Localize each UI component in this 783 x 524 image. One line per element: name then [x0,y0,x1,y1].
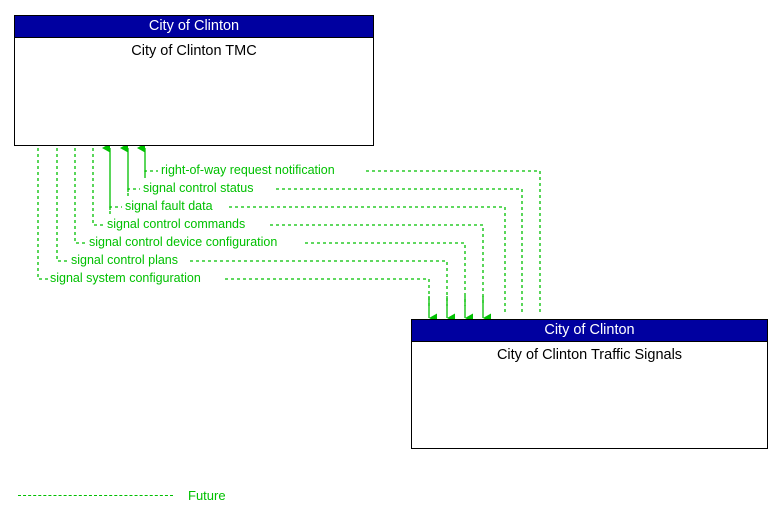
flow-path-right-of-way-request-notification-stub [144,170,158,178]
legend: Future [18,487,278,507]
flow-path-signal-control-status-stub [127,188,140,196]
flow-path-signal-control-commands [92,148,105,226]
entity-box-city-of-clinton-traffic-signals[interactable]: City of Clinton City of Clinton Traffic … [411,319,768,449]
entity-stakeholder-city-of-clinton-tmc: City of Clinton [15,16,373,38]
flow-label-right-of-way-request-notification: right-of-way request notification [159,163,337,177]
flow-path-signal-control-commands-right [270,224,484,306]
flow-path-signal-system-configuration-right [225,278,430,306]
flow-label-signal-system-configuration: signal system configuration [48,271,203,285]
flow-path-signal-control-plans [56,148,69,262]
entity-name-city-of-clinton-traffic-signals: City of Clinton Traffic Signals [496,347,683,363]
entity-box-city-of-clinton-tmc[interactable]: City of Clinton City of Clinton TMC [14,15,374,146]
entity-name-city-of-clinton-tmc: City of Clinton TMC [131,43,257,59]
flow-path-signal-control-plans-right [190,260,448,306]
flow-path-signal-control-device-configuration-right [305,242,466,306]
legend-label-future: Future [188,488,226,503]
flow-path-signal-control-status [276,188,523,312]
flow-path-signal-control-device-configuration [74,148,87,244]
legend-dashed-line-swatch [18,495,173,496]
flow-path-signal-fault-data [228,206,506,312]
flow-label-signal-control-device-configuration: signal control device configuration [87,235,280,249]
flow-path-signal-fault-data-stub [109,206,122,214]
flow-path-signal-system-configuration [37,148,50,280]
entity-stakeholder-city-of-clinton-traffic-signals: City of Clinton [412,320,767,342]
flow-path-right-of-way-request-notification [364,170,541,312]
flow-label-signal-control-plans: signal control plans [69,253,181,267]
flow-label-signal-fault-data: signal fault data [123,199,215,213]
flow-label-signal-control-commands: signal control commands [105,217,248,231]
flow-label-signal-control-status: signal control status [141,181,256,195]
